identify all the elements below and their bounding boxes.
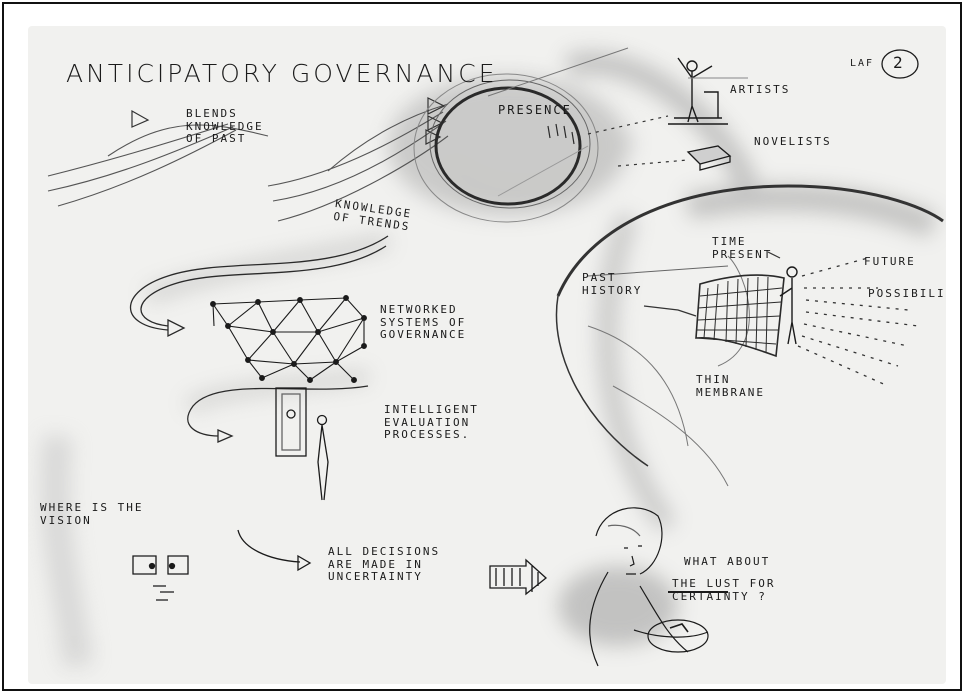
sketch-drawing <box>28 26 946 684</box>
hatched-arrow <box>490 560 546 594</box>
label-intelligent-evaluation: INTELLIGENT EVALUATION PROCESSES. <box>384 404 479 442</box>
sketch-title: ANTICIPATORY GOVERNANCE <box>66 60 498 89</box>
label-novelists: NOVELISTS <box>754 136 832 149</box>
label-blends-knowledge-of-past: BLENDS KNOWLEDGE OF PAST <box>186 108 264 146</box>
vision-eyes <box>133 556 188 600</box>
label-what-about: WHAT ABOUT <box>684 556 770 569</box>
decision-arrow <box>238 530 310 570</box>
thin-membrane-mesh <box>696 275 784 356</box>
label-artists: ARTISTS <box>730 84 790 97</box>
sketch-paper: ANTICIPATORY GOVERNANCE LAF 2 BLENDS KNO… <box>28 26 946 684</box>
label-possibility: POSSIBILI <box>868 288 946 301</box>
label-thin-membrane: THIN MEMBRANE <box>696 374 765 399</box>
label-past-history: PAST HISTORY <box>582 272 642 297</box>
label-presence: PRESENCE <box>498 104 572 118</box>
mirror-figure <box>276 388 328 500</box>
label-networked-systems: NETWORKED SYSTEMS OF GOVERNANCE <box>380 304 466 342</box>
network-lattice <box>211 296 367 383</box>
label-lust-for-certainty: THE LUST FOR CERTAINTY ? <box>672 578 775 603</box>
label-future: FUTURE <box>864 256 916 269</box>
label-decisions-uncertainty: ALL DECISIONS ARE MADE IN UNCERTAINTY <box>328 546 440 584</box>
history-pointer <box>644 306 696 316</box>
graphite-shading <box>55 63 933 666</box>
present-figure <box>780 267 797 344</box>
page-number: 2 <box>893 54 905 72</box>
label-where-is-the-vision: WHERE IS THE VISION <box>40 502 143 527</box>
page-mark: LAF <box>850 58 874 70</box>
future-rays <box>798 258 918 386</box>
label-time-present: TIME PRESENT <box>712 236 772 261</box>
